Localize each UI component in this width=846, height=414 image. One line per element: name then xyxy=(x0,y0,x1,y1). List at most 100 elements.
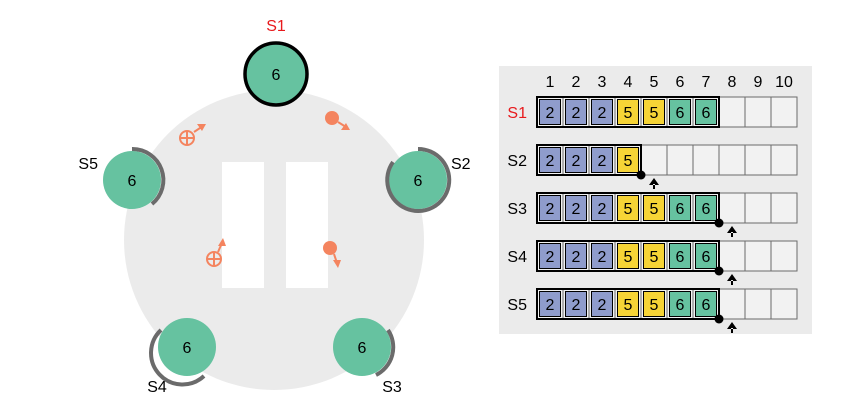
log-index-header: 3 xyxy=(598,74,607,91)
log-entry-term: 2 xyxy=(572,105,581,122)
server-label-s2: S2 xyxy=(451,156,471,173)
log-index-header: 5 xyxy=(650,74,659,91)
log-slot xyxy=(718,144,746,176)
log-entry-term: 2 xyxy=(546,201,555,218)
log-slot xyxy=(718,288,746,320)
server-node-s2-term: 6 xyxy=(414,173,423,190)
log-entry xyxy=(565,291,587,317)
log-entry xyxy=(565,195,587,221)
log-row-label-s4: S4 xyxy=(507,249,527,266)
log-entry-term: 5 xyxy=(650,105,659,122)
append-response-icon xyxy=(325,111,350,130)
log-entry-term: 6 xyxy=(676,105,685,122)
log-entry-term: 5 xyxy=(624,249,633,266)
log-row-label-s1: S1 xyxy=(507,105,527,122)
log-entry-term: 6 xyxy=(702,297,711,314)
log-slot xyxy=(744,192,772,224)
log-entry xyxy=(565,99,587,125)
commit-index-dot xyxy=(714,218,724,228)
log-entry-term: 2 xyxy=(546,297,555,314)
log-entry-term: 2 xyxy=(546,153,555,170)
log-entry-term: 6 xyxy=(676,249,685,266)
log-entry xyxy=(695,243,717,269)
log-entry-term: 2 xyxy=(572,297,581,314)
log-entry-term: 2 xyxy=(572,201,581,218)
pause-bar-left xyxy=(222,162,264,288)
log-index-header: 2 xyxy=(572,74,581,91)
log-slot xyxy=(744,144,772,176)
log-entry xyxy=(591,99,613,125)
log-filled-outline xyxy=(536,192,720,224)
log-row-label-s5: S5 xyxy=(507,297,527,314)
log-index-header: 10 xyxy=(775,74,793,91)
server-node-s2-circle xyxy=(389,151,447,209)
log-slot xyxy=(770,144,798,176)
log-entry xyxy=(539,195,561,221)
server-node-s1[interactable]: 6 S1 xyxy=(243,18,309,107)
server-node-s3[interactable]: 6 S3 xyxy=(333,318,402,396)
log-entry xyxy=(617,99,639,125)
server-node-s1-circle xyxy=(243,41,309,107)
log-entry xyxy=(669,243,691,269)
log-entry xyxy=(539,243,561,269)
log-filled-outline xyxy=(536,288,720,320)
server-node-s2-timeout-arc xyxy=(385,146,452,213)
server-node-s4-timeout-arc xyxy=(149,328,206,387)
server-node-s4[interactable]: 6 S4 xyxy=(147,318,216,396)
append-request-icon xyxy=(179,124,206,146)
log-entry xyxy=(565,147,587,173)
server-node-s4-term: 6 xyxy=(183,340,192,357)
log-entry xyxy=(617,291,639,317)
server-node-s5[interactable]: 6 S5 xyxy=(78,146,166,209)
log-filled-outline xyxy=(536,240,720,272)
log-entry-term: 2 xyxy=(598,297,607,314)
log-entry-term: 6 xyxy=(702,201,711,218)
server-node-s3-term: 6 xyxy=(358,340,367,357)
log-entry-term: 5 xyxy=(624,201,633,218)
cluster-ring-background xyxy=(124,90,424,390)
log-entry xyxy=(695,291,717,317)
log-slot xyxy=(718,240,746,272)
log-entry-term: 2 xyxy=(598,153,607,170)
log-index-header: 7 xyxy=(702,74,711,91)
commit-index-dot xyxy=(714,314,724,324)
log-entry-term: 2 xyxy=(598,201,607,218)
log-slot xyxy=(718,192,746,224)
server-node-s5-circle xyxy=(103,151,161,209)
next-index-arrow-icon xyxy=(649,178,659,189)
next-index-arrow-icon xyxy=(727,226,737,237)
log-filled-outline xyxy=(536,96,720,128)
log-index-header: 1 xyxy=(546,74,555,91)
log-entry-term: 5 xyxy=(650,201,659,218)
log-entry-term: 6 xyxy=(702,249,711,266)
log-entry-term: 2 xyxy=(546,249,555,266)
log-entry xyxy=(695,99,717,125)
append-request-icon xyxy=(206,238,226,267)
log-filled-outline xyxy=(536,144,642,176)
log-entry xyxy=(669,99,691,125)
log-slot xyxy=(692,144,720,176)
log-entry xyxy=(539,99,561,125)
log-entry xyxy=(669,291,691,317)
log-slot xyxy=(770,288,798,320)
cluster-view: 6 S1 6 S2 6 S3 6 S4 6 S5 xyxy=(78,18,470,396)
log-entry-term: 2 xyxy=(572,249,581,266)
log-slot xyxy=(744,240,772,272)
server-label-s3: S3 xyxy=(382,379,402,396)
log-entry xyxy=(643,291,665,317)
server-node-s5-term: 6 xyxy=(128,173,137,190)
log-entry xyxy=(617,195,639,221)
log-entry-term: 5 xyxy=(624,105,633,122)
server-node-s2[interactable]: 6 S2 xyxy=(385,146,471,213)
log-index-header: 6 xyxy=(676,74,685,91)
log-entry xyxy=(617,243,639,269)
log-entry xyxy=(591,195,613,221)
log-entry-term: 2 xyxy=(598,249,607,266)
log-slot xyxy=(770,192,798,224)
server-node-s3-timeout-arc xyxy=(375,328,396,377)
log-entry xyxy=(669,195,691,221)
log-index-header: 4 xyxy=(624,74,633,91)
log-entry xyxy=(539,147,561,173)
